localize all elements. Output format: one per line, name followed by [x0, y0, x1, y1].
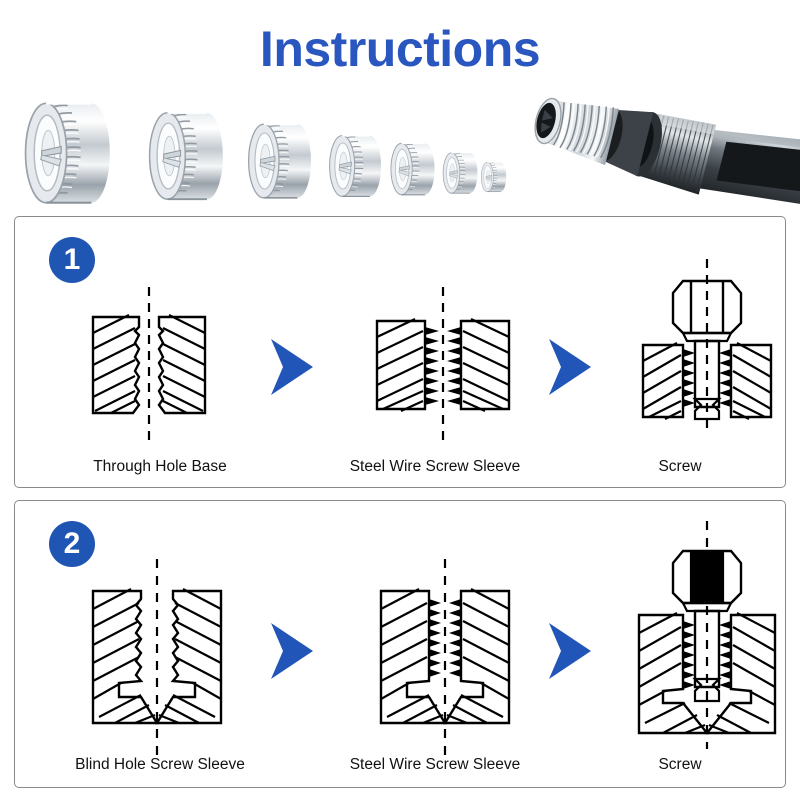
arrow-2b	[549, 623, 591, 679]
step-two-badge: 2	[49, 521, 95, 567]
hex-head	[671, 549, 743, 605]
step-two-panel: 2	[14, 500, 786, 788]
sleeve-coil-left	[683, 349, 695, 407]
product-photo-svg	[24, 97, 800, 209]
caption-cell-1-3: Screw	[595, 459, 765, 475]
sleeve-coil-right	[449, 599, 461, 677]
insertion-tool	[534, 97, 800, 209]
arrow-2a	[271, 623, 313, 679]
figure-blind-hole-with-sleeve	[379, 559, 511, 755]
figure-through-hole-base	[91, 287, 207, 443]
handle-body	[696, 129, 800, 209]
caption-steel-wire-screw-sleeve: Steel Wire Screw Sleeve	[349, 756, 521, 773]
step-one-figures	[91, 259, 773, 443]
step-one-panel: 1	[14, 216, 786, 488]
coil-insert-2	[148, 111, 225, 201]
arrow-1a	[271, 339, 313, 395]
caption-screw: Screw	[658, 756, 702, 773]
product-photo-strip	[0, 85, 800, 210]
coil-insert-4	[328, 134, 382, 198]
caption-cell-2-1: Blind Hole Screw Sleeve	[35, 757, 285, 773]
step-two-figures	[91, 521, 777, 755]
caption-through-hole-base: Through Hole Base	[93, 458, 227, 475]
coil-insert-5	[390, 142, 436, 196]
caption-cell-1-1: Through Hole Base	[45, 459, 275, 475]
coil-insert-7	[480, 161, 507, 193]
caption-steel-wire-screw-sleeve: Steel Wire Screw Sleeve	[349, 458, 521, 475]
step-one-badge: 1	[49, 237, 95, 283]
sleeve-coil-left	[425, 327, 439, 405]
threaded-mandrel	[534, 97, 620, 166]
caption-cell-2-2: Steel Wire Screw Sleeve	[315, 757, 555, 773]
caption-blind-hole-screw-sleeve: Blind Hole Screw Sleeve	[75, 756, 245, 773]
sleeve-coil-left	[683, 621, 695, 689]
figure-through-hole-with-sleeve	[375, 287, 511, 443]
figure-blind-hole-with-screw	[637, 521, 777, 749]
caption-screw: Screw	[658, 458, 702, 475]
figure-blind-hole-base	[91, 559, 223, 755]
sleeve-coil-right	[447, 327, 461, 405]
coil-insert-6	[442, 152, 478, 194]
page-title: Instructions	[259, 21, 541, 77]
arrow-1b	[549, 339, 591, 395]
sleeve-coil-right	[719, 621, 731, 689]
caption-cell-2-3: Screw	[595, 757, 765, 773]
coil-insert-3	[247, 123, 312, 199]
figure-through-hole-with-screw	[641, 259, 773, 431]
sleeve-coil-right	[719, 349, 731, 407]
sleeve-coil-left	[429, 599, 441, 677]
coil-insert-1	[24, 101, 112, 205]
hex-head	[671, 279, 743, 335]
caption-cell-1-2: Steel Wire Screw Sleeve	[315, 459, 555, 475]
